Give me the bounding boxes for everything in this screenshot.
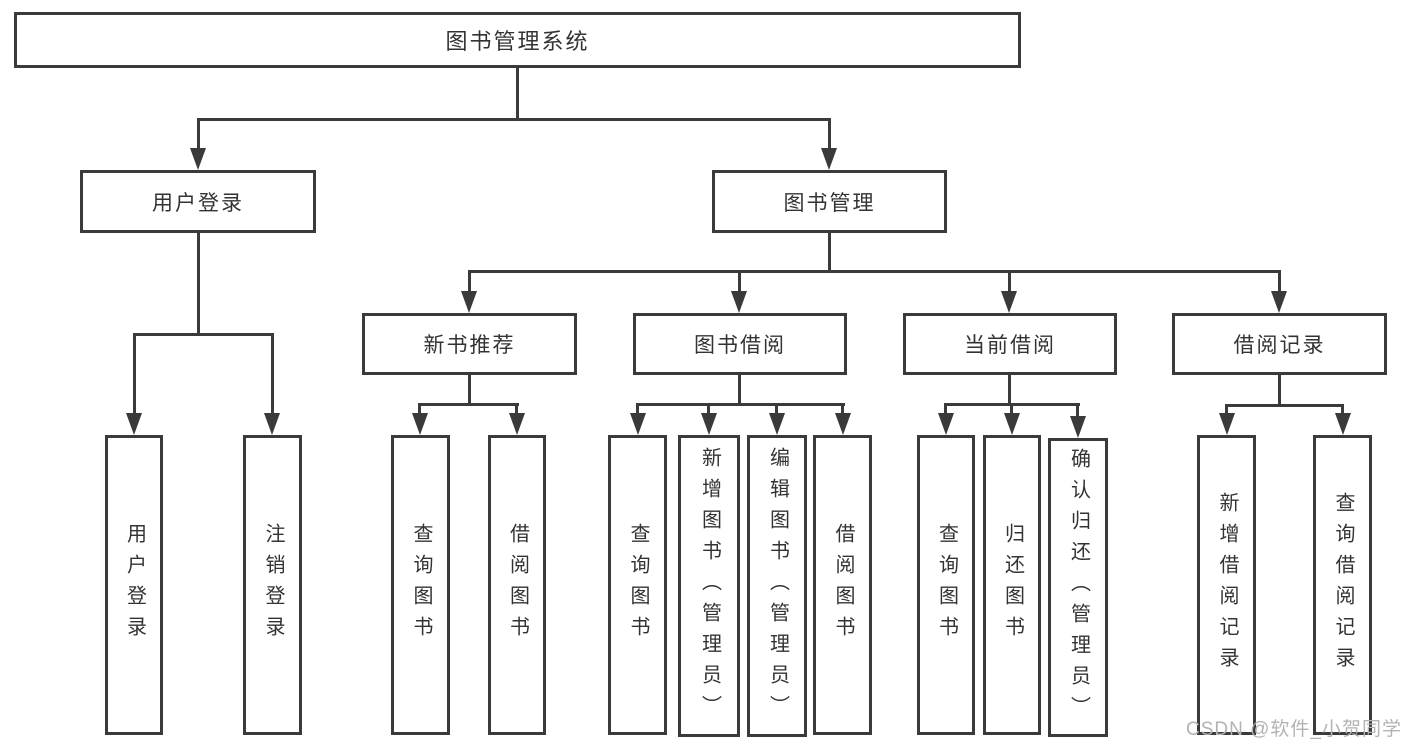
arrowhead-borrow-books-recommend-icon bbox=[509, 413, 525, 435]
leaf-edit-books-admin: 编辑图书（管理员） bbox=[747, 435, 807, 737]
leaf-borrow-books-borrowing-label: 借阅图书 bbox=[832, 523, 854, 647]
leaf-borrow-books-recommend: 借阅图书 bbox=[488, 435, 546, 735]
arrowhead-query-books-current-icon bbox=[938, 413, 954, 435]
connector-root-drop-right bbox=[828, 118, 831, 156]
leaf-confirm-return-admin-label: 确认归还（管理员） bbox=[1067, 448, 1090, 727]
arrowhead-borrowing-records-icon bbox=[1271, 291, 1287, 313]
connector-user-login-drop-2 bbox=[271, 333, 274, 416]
arrowhead-query-borrow-record-icon bbox=[1335, 413, 1351, 435]
leaf-borrow-books-recommend-label: 借阅图书 bbox=[506, 523, 529, 647]
leaf-return-books-label: 归还图书 bbox=[1001, 523, 1024, 647]
leaf-edit-books-admin-label: 编辑图书（管理员） bbox=[766, 446, 789, 726]
leaf-query-books-recommend-label: 查询图书 bbox=[410, 523, 432, 647]
connector-records-drop-1 bbox=[1225, 404, 1228, 419]
connector-current-stem bbox=[1008, 375, 1011, 406]
arrowhead-confirm-return-icon bbox=[1070, 416, 1086, 438]
connector-root-stem bbox=[516, 68, 519, 119]
leaf-add-books-admin: 新增图书（管理员） bbox=[678, 435, 740, 737]
connector-book-mgmt-drop-3 bbox=[1008, 270, 1011, 295]
leaf-query-borrow-record: 查询借阅记录 bbox=[1313, 435, 1372, 735]
node-book-management: 图书管理 bbox=[712, 170, 947, 233]
leaf-user-login-label: 用户登录 bbox=[123, 523, 146, 647]
arrowhead-edit-books-icon bbox=[769, 413, 785, 435]
leaf-query-books-recommend: 查询图书 bbox=[391, 435, 450, 735]
connector-borrowing-drop-4 bbox=[841, 403, 844, 419]
arrowhead-new-book-icon bbox=[461, 291, 477, 313]
connector-user-login-drop-1 bbox=[133, 333, 136, 416]
connector-records-branch bbox=[1225, 404, 1344, 407]
arrowhead-query-books-recommend-icon bbox=[412, 413, 428, 435]
node-borrowing-records: 借阅记录 bbox=[1172, 313, 1387, 375]
connector-user-login-branch bbox=[133, 333, 274, 336]
arrowhead-add-borrow-record-icon bbox=[1219, 413, 1235, 435]
connector-root-drop-left bbox=[197, 118, 200, 156]
connector-book-mgmt-stem bbox=[828, 233, 831, 273]
connector-book-mgmt-drop-2 bbox=[738, 270, 741, 295]
connector-records-stem bbox=[1278, 375, 1281, 407]
leaf-borrow-books-borrowing: 借阅图书 bbox=[813, 435, 872, 735]
csdn-watermark: CSDN @软件_小贺同学 bbox=[1186, 719, 1402, 740]
connector-borrowing-stem bbox=[738, 375, 741, 406]
connector-recommend-drop-1 bbox=[418, 403, 421, 419]
leaf-query-books-current-label: 查询图书 bbox=[935, 523, 958, 647]
connector-recommend-branch bbox=[418, 403, 519, 406]
connector-book-mgmt-branch bbox=[468, 270, 1281, 273]
leaf-add-books-admin-label: 新增图书（管理员） bbox=[698, 446, 721, 726]
leaf-logout-login: 注销登录 bbox=[243, 435, 302, 735]
leaf-query-books-borrowing: 查询图书 bbox=[608, 435, 667, 735]
connector-root-branch bbox=[197, 118, 831, 121]
connector-book-mgmt-drop-1 bbox=[468, 270, 471, 295]
node-current-borrowing: 当前借阅 bbox=[903, 313, 1117, 375]
node-user-login: 用户登录 bbox=[80, 170, 316, 233]
connector-borrowing-drop-3 bbox=[775, 403, 778, 419]
leaf-query-books-borrowing-label: 查询图书 bbox=[627, 523, 649, 647]
connector-borrowing-drop-2 bbox=[707, 403, 710, 419]
leaf-return-books: 归还图书 bbox=[983, 435, 1041, 735]
leaf-confirm-return-admin: 确认归还（管理员） bbox=[1048, 438, 1108, 737]
leaf-query-borrow-record-label: 查询借阅记录 bbox=[1332, 492, 1354, 678]
connector-current-drop-2 bbox=[1010, 403, 1013, 419]
arrowhead-add-books-icon bbox=[701, 413, 717, 435]
leaf-query-books-current: 查询图书 bbox=[917, 435, 975, 735]
connector-current-drop-1 bbox=[944, 403, 947, 419]
arrowhead-leaf-user-login-icon bbox=[126, 413, 142, 435]
connector-current-drop-3 bbox=[1076, 403, 1079, 419]
connector-borrowing-drop-1 bbox=[636, 403, 639, 419]
arrowhead-book-management-icon bbox=[821, 148, 837, 170]
arrowhead-borrow-books-icon bbox=[835, 413, 851, 435]
arrowhead-query-books-borrowing-icon bbox=[630, 413, 646, 435]
arrowhead-current-borrowing-icon bbox=[1001, 291, 1017, 313]
node-new-book-recommendation: 新书推荐 bbox=[362, 313, 577, 375]
connector-borrowing-branch bbox=[636, 403, 845, 406]
leaf-user-login: 用户登录 bbox=[105, 435, 163, 735]
arrowhead-book-borrowing-icon bbox=[731, 291, 747, 313]
leaf-add-borrow-record: 新增借阅记录 bbox=[1197, 435, 1256, 735]
leaf-add-borrow-record-label: 新增借阅记录 bbox=[1216, 492, 1238, 678]
connector-recommend-stem bbox=[468, 375, 471, 406]
arrowhead-user-login-icon bbox=[190, 148, 206, 170]
arrowhead-leaf-logout-icon bbox=[264, 413, 280, 435]
node-root: 图书管理系统 bbox=[14, 12, 1021, 68]
connector-user-login-stem bbox=[197, 233, 200, 336]
leaf-logout-login-label: 注销登录 bbox=[262, 523, 284, 647]
connector-recommend-drop-2 bbox=[515, 403, 518, 419]
connector-book-mgmt-drop-4 bbox=[1278, 270, 1281, 295]
connector-records-drop-2 bbox=[1341, 404, 1344, 419]
arrowhead-return-books-icon bbox=[1004, 413, 1020, 435]
node-book-borrowing: 图书借阅 bbox=[633, 313, 847, 375]
